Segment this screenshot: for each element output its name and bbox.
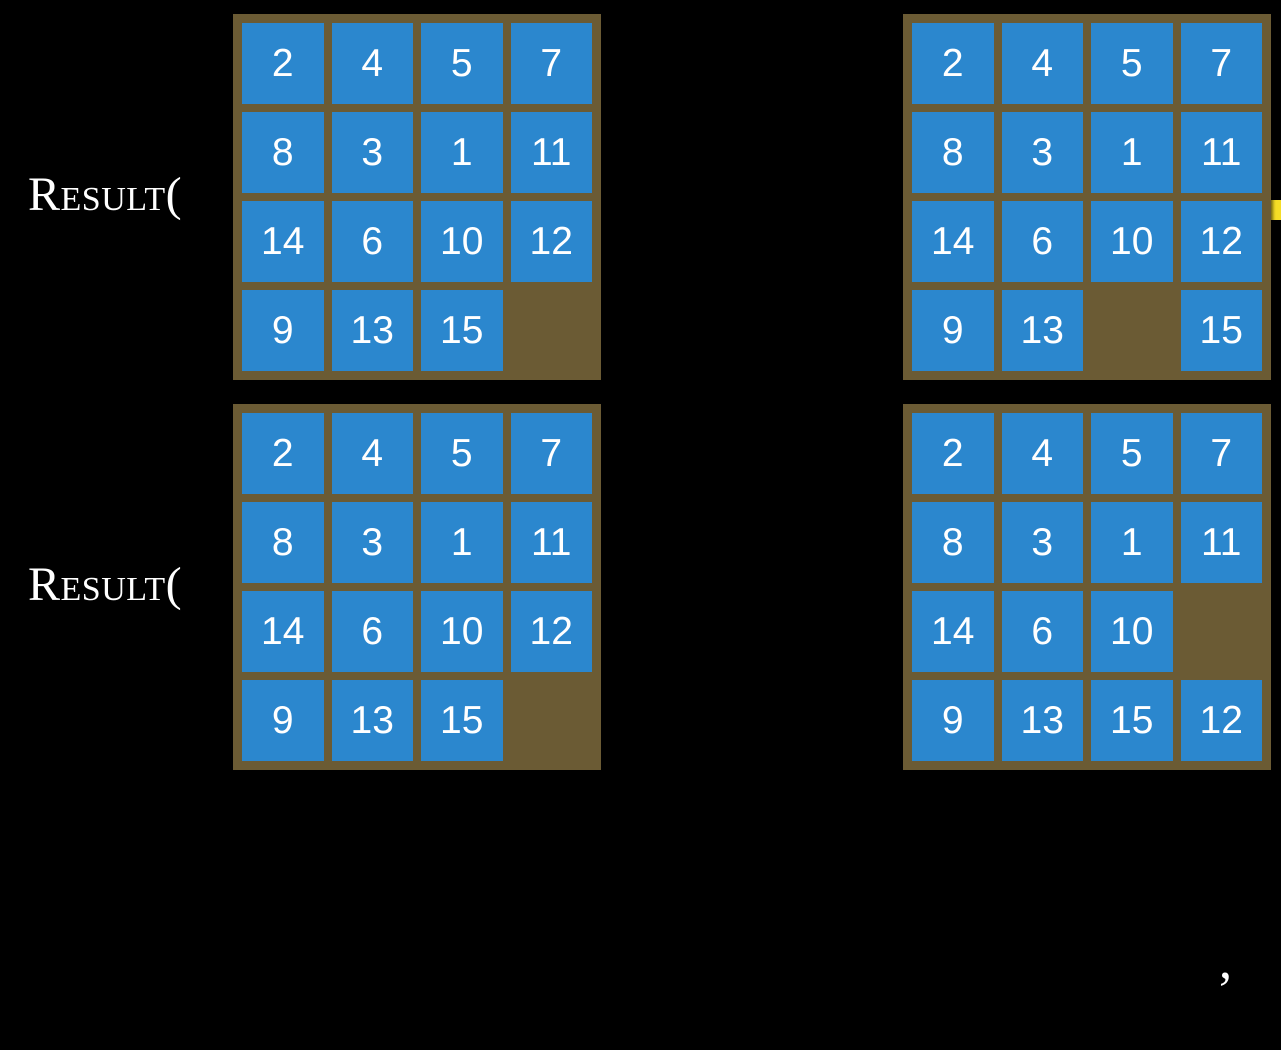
tile[interactable]: 8 <box>242 502 324 583</box>
tile[interactable]: 3 <box>331 112 413 193</box>
tile[interactable]: 13 <box>331 290 413 371</box>
tile[interactable]: 9 <box>912 290 994 371</box>
tile[interactable]: 12 <box>1180 680 1262 761</box>
tile[interactable]: 5 <box>421 413 503 494</box>
tile[interactable]: 9 <box>242 290 324 371</box>
tile[interactable]: 8 <box>912 112 994 193</box>
blank-tile[interactable] <box>511 290 593 371</box>
tile[interactable]: 6 <box>331 591 413 672</box>
result-equation-row-top: Result( 2 4 5 7 8 3 1 11 14 6 10 12 9 13… <box>0 0 1281 390</box>
tile[interactable]: 13 <box>1001 680 1083 761</box>
result-board-top: 2 4 5 7 8 3 1 11 14 6 10 12 9 13 15 <box>903 14 1271 380</box>
tile[interactable]: 10 <box>421 201 503 282</box>
tile[interactable]: 1 <box>421 502 503 583</box>
result-equation-row-bottom: Result( 2 4 5 7 8 3 1 11 14 6 10 12 9 13… <box>0 390 1281 988</box>
tile[interactable]: 15 <box>421 680 503 761</box>
puzzle-grid: 2 4 5 7 8 3 1 11 14 6 10 12 9 13 15 <box>242 413 592 761</box>
result-board-bottom: 2 4 5 7 8 3 1 11 14 6 10 9 13 15 12 <box>903 404 1271 770</box>
tile[interactable]: 11 <box>510 502 592 583</box>
tile[interactable]: 15 <box>1091 680 1173 761</box>
tile[interactable]: 3 <box>1001 502 1083 583</box>
blank-tile[interactable] <box>1091 290 1173 371</box>
blank-tile[interactable] <box>511 680 593 761</box>
tile[interactable]: 11 <box>510 112 592 193</box>
tile[interactable]: 4 <box>1001 23 1083 104</box>
tile[interactable]: 8 <box>912 502 994 583</box>
tile[interactable]: 10 <box>421 591 503 672</box>
tile[interactable]: 2 <box>912 413 994 494</box>
tile[interactable]: 3 <box>331 502 413 583</box>
tile[interactable]: 8 <box>242 112 324 193</box>
tile[interactable]: 2 <box>242 23 324 104</box>
tile[interactable]: 7 <box>1180 413 1262 494</box>
tile[interactable]: 9 <box>242 680 324 761</box>
tile[interactable]: 11 <box>1180 502 1262 583</box>
tile[interactable]: 1 <box>1091 502 1173 583</box>
tile[interactable]: 1 <box>1091 112 1173 193</box>
move-operator-area-bottom: , ) = <box>601 390 1232 988</box>
tile[interactable]: 6 <box>331 201 413 282</box>
tile[interactable]: 5 <box>1091 413 1173 494</box>
tile[interactable]: 7 <box>1180 23 1262 104</box>
tile[interactable]: 15 <box>1180 290 1262 371</box>
tile[interactable]: 4 <box>331 23 413 104</box>
move-operator-area-top: , ) = <box>601 0 1281 390</box>
tile[interactable]: 11 <box>1180 112 1262 193</box>
tile[interactable]: 14 <box>912 591 994 672</box>
tile[interactable]: 2 <box>912 23 994 104</box>
tile[interactable]: 12 <box>510 201 592 282</box>
initial-board-top: 2 4 5 7 8 3 1 11 14 6 10 12 9 13 15 <box>233 14 601 380</box>
tile[interactable]: 13 <box>1001 290 1083 371</box>
blank-tile[interactable] <box>1181 591 1263 672</box>
result-function-label-bottom: Result( <box>28 558 183 611</box>
tile[interactable]: 5 <box>421 23 503 104</box>
tile[interactable]: 12 <box>510 591 592 672</box>
initial-board-bottom: 2 4 5 7 8 3 1 11 14 6 10 12 9 13 15 <box>233 404 601 770</box>
tile[interactable]: 1 <box>421 112 503 193</box>
tile[interactable]: 2 <box>242 413 324 494</box>
tile[interactable]: 6 <box>1001 201 1083 282</box>
tile[interactable]: 14 <box>242 591 324 672</box>
argument-separator-comma: , <box>1219 933 1232 990</box>
tile[interactable]: 9 <box>912 680 994 761</box>
puzzle-grid: 2 4 5 7 8 3 1 11 14 6 10 9 13 15 12 <box>912 413 1262 761</box>
tile[interactable]: 4 <box>331 413 413 494</box>
puzzle-result-figure: { "colors": { "background": "#000000", "… <box>0 0 1281 988</box>
tile[interactable]: 7 <box>510 23 592 104</box>
result-function-label-top: Result( <box>28 168 183 221</box>
tile[interactable]: 14 <box>242 201 324 282</box>
tile[interactable]: 7 <box>510 413 592 494</box>
puzzle-grid: 2 4 5 7 8 3 1 11 14 6 10 12 9 13 15 <box>912 23 1262 371</box>
tile[interactable]: 10 <box>1091 201 1173 282</box>
tile[interactable]: 12 <box>1180 201 1262 282</box>
tile[interactable]: 4 <box>1001 413 1083 494</box>
tile[interactable]: 3 <box>1001 112 1083 193</box>
tile[interactable]: 14 <box>912 201 994 282</box>
tile[interactable]: 10 <box>1091 591 1173 672</box>
tile[interactable]: 13 <box>331 680 413 761</box>
tile[interactable]: 5 <box>1091 23 1173 104</box>
tile[interactable]: 15 <box>421 290 503 371</box>
tile[interactable]: 6 <box>1001 591 1083 672</box>
puzzle-grid: 2 4 5 7 8 3 1 11 14 6 10 12 9 13 15 <box>242 23 592 371</box>
